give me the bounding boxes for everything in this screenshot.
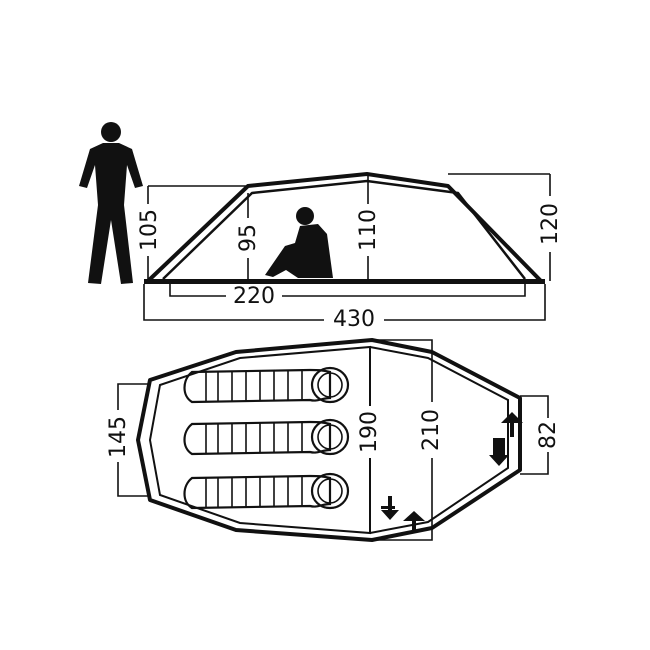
total-length-label: 430 xyxy=(333,307,375,332)
height-right-label: 120 xyxy=(538,203,563,245)
total-width-label: 210 xyxy=(419,409,444,451)
tent-top-inner-outline xyxy=(148,345,371,535)
sleeping-length-label: 190 xyxy=(357,411,382,453)
height-peak-label: 110 xyxy=(356,209,381,251)
sleeping-bag-icon xyxy=(183,366,350,510)
width-rear-label: 145 xyxy=(106,416,131,458)
vestibule-line xyxy=(369,346,509,534)
inner-tent-line xyxy=(162,179,526,280)
ground-line xyxy=(144,279,545,284)
side-view: 105 95 110 120 220 430 xyxy=(79,122,563,332)
height-inner-label: 95 xyxy=(236,224,261,252)
width-front-label: 82 xyxy=(536,421,561,449)
dim-lines-side xyxy=(143,173,551,321)
sitting-person-icon xyxy=(265,207,333,278)
tent-side-outline xyxy=(146,172,543,283)
standing-person-icon xyxy=(79,122,143,284)
height-left-label: 105 xyxy=(137,209,162,251)
tent-top-outer-outline xyxy=(136,338,522,542)
top-view: 145 190 210 82 xyxy=(106,338,561,542)
inner-length-label: 220 xyxy=(233,284,275,309)
entrance-arrows-icon xyxy=(381,412,523,532)
